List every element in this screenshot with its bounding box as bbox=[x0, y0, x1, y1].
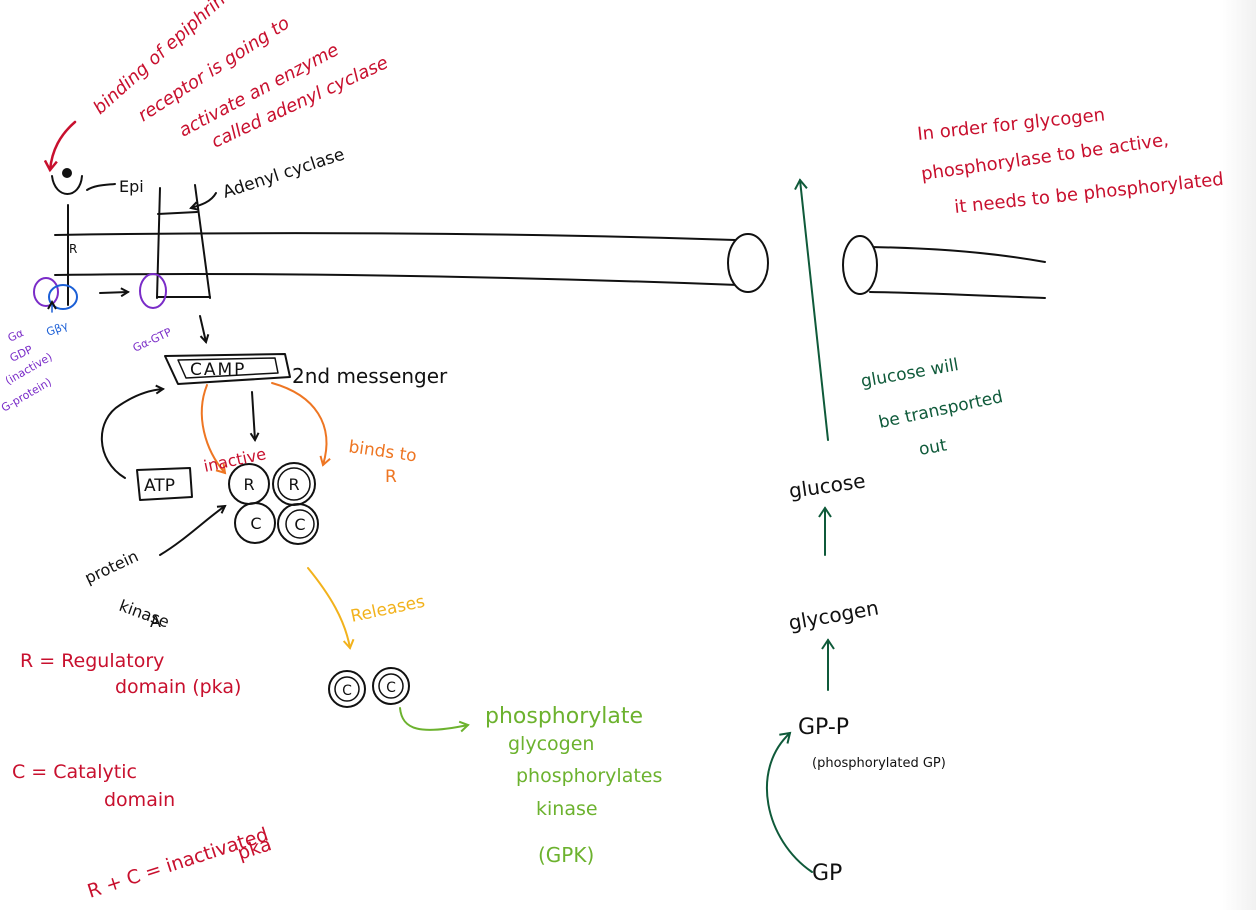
camp-binds-r-left-arrow bbox=[200, 384, 227, 475]
epinephrine-pointer-arrow bbox=[50, 120, 77, 170]
phosphorylate-label: phosphorylate glycogen phosphorylates ki… bbox=[485, 704, 662, 867]
releases-label: Releases bbox=[349, 592, 427, 627]
epinephrine-molecule bbox=[62, 168, 72, 178]
catalytic-subunit-2 bbox=[277, 503, 319, 545]
atp-box bbox=[136, 467, 193, 501]
svg-text:domain: domain bbox=[104, 789, 175, 811]
svg-text:binds to: binds to bbox=[347, 437, 418, 466]
c-label-4: C bbox=[386, 680, 396, 696]
glucose-out-note: glucose will be transported out bbox=[859, 355, 1004, 460]
c-label-3: C bbox=[342, 683, 352, 699]
svg-text:glycogen: glycogen bbox=[508, 733, 594, 755]
cyclase-to-camp-arrow bbox=[199, 315, 206, 342]
r-definition: R = Regulatory domain (pka) bbox=[20, 650, 241, 698]
binding-note: binding of epiphrine receptor is going t… bbox=[89, 0, 391, 153]
page-edge-shadow bbox=[1222, 0, 1256, 910]
glycogen-phosphorylase-note: In order for glycogen phosphorylase to b… bbox=[916, 104, 1224, 218]
svg-text:R = Regulatory: R = Regulatory bbox=[20, 650, 164, 672]
atp-to-camp-arrow bbox=[100, 389, 163, 479]
receptor bbox=[51, 168, 116, 306]
rc-definition: R + C = inactivated pka bbox=[85, 824, 274, 903]
svg-text:phosphorylate: phosphorylate bbox=[485, 704, 643, 729]
g-alpha-gtp-subunit bbox=[139, 273, 167, 309]
svg-text:kinase: kinase bbox=[536, 798, 598, 820]
camp-label: CAMP bbox=[190, 360, 246, 380]
catalytic-subunit-1 bbox=[234, 502, 276, 544]
svg-text:it needs to be phosphorylated: it needs to be phosphorylated bbox=[953, 169, 1224, 218]
g-alpha-subunit bbox=[33, 277, 59, 307]
g-alpha-activation-arrow bbox=[99, 292, 128, 293]
pka-label: protein kinase A bbox=[82, 546, 172, 631]
r-label-1: R bbox=[243, 475, 254, 494]
svg-text:out: out bbox=[917, 435, 948, 460]
cell-membrane bbox=[54, 232, 1046, 299]
binds-to-r-label: binds to R bbox=[347, 437, 418, 487]
svg-text:Gα: Gα bbox=[6, 326, 26, 344]
svg-text:be transported: be transported bbox=[877, 387, 1005, 433]
gp-p-label: GP-P bbox=[798, 715, 849, 740]
r-label-2: R bbox=[288, 475, 299, 494]
second-messenger-label: 2nd messenger bbox=[292, 364, 448, 388]
membrane-end-cap-left bbox=[727, 233, 769, 293]
c-label-1: C bbox=[250, 514, 261, 533]
pka-subunit-labels: R R C C C C bbox=[243, 475, 396, 699]
g-beta-gamma-label: Gβγ bbox=[45, 319, 71, 339]
camp-binds-r-right-arrow bbox=[271, 382, 331, 467]
svg-text:kinase: kinase bbox=[117, 596, 172, 632]
gp-label: GP bbox=[812, 861, 842, 886]
glucose-out-arrow bbox=[794, 178, 829, 441]
svg-text:A: A bbox=[150, 612, 161, 631]
membrane-end-cap-right bbox=[842, 235, 878, 295]
atp-label: ATP bbox=[144, 476, 175, 496]
glycogen-label: glycogen bbox=[787, 595, 881, 634]
phosphorylate-arrow bbox=[399, 707, 470, 733]
receptor-label: R bbox=[69, 242, 77, 256]
releases-arrow bbox=[307, 567, 355, 650]
pka-pointer-arrow bbox=[159, 506, 225, 556]
epi-label: Epi bbox=[119, 177, 144, 196]
adenyl-cyclase-label: Adenyl cyclase bbox=[220, 145, 347, 203]
g-alpha-gtp-label: Gα-GTP bbox=[131, 325, 174, 354]
phosphorylated-gp-label: (phosphorylated GP) bbox=[812, 756, 946, 771]
c-definition: C = Catalytic domain bbox=[12, 761, 175, 811]
released-catalytic-subunits bbox=[328, 667, 410, 708]
adenylyl-cyclase bbox=[156, 184, 217, 299]
svg-text:C = Catalytic: C = Catalytic bbox=[12, 761, 137, 783]
g-beta-gamma-subunit bbox=[48, 284, 78, 310]
c-label-2: C bbox=[294, 515, 305, 534]
svg-text:glucose will: glucose will bbox=[859, 355, 960, 392]
camp-box bbox=[164, 353, 291, 385]
glucose-label: glucose bbox=[787, 468, 866, 502]
svg-text:In order for glycogen: In order for glycogen bbox=[916, 104, 1106, 145]
svg-text:phosphorylates: phosphorylates bbox=[516, 765, 662, 787]
gp-to-gpp-arrow bbox=[766, 731, 813, 873]
g-protein bbox=[33, 273, 167, 313]
pka-holoenzyme bbox=[228, 462, 319, 545]
svg-text:domain (pka): domain (pka) bbox=[115, 676, 241, 698]
svg-text:R: R bbox=[385, 467, 397, 487]
svg-text:(GPK): (GPK) bbox=[538, 843, 594, 867]
camp-to-pka-arrow bbox=[252, 391, 255, 440]
svg-text:protein: protein bbox=[82, 546, 142, 587]
g-alpha-label: Gα GDP (inactive) G-protein) bbox=[0, 326, 55, 414]
